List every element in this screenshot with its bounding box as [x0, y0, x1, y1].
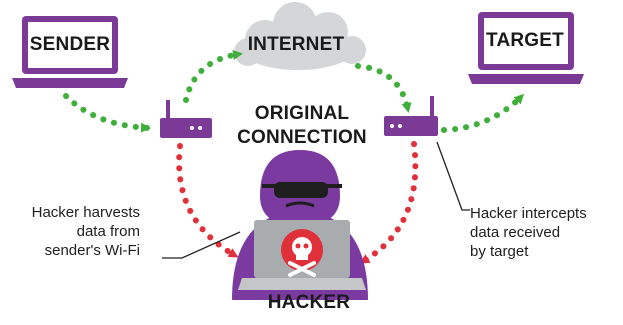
right-annotation-line-3: by target: [470, 243, 529, 260]
skull-crossbones-icon: [281, 229, 323, 277]
right-annotation: Hacker intercepts data received by targe…: [470, 204, 620, 261]
original-connection-line-2: CONNECTION: [237, 127, 367, 148]
flow-router-to-internet: [183, 49, 243, 103]
left-annotation-line-3: sender's Wi-Fi: [44, 242, 140, 259]
right-leader-line: [436, 141, 470, 211]
left-annotation-line-1: Hacker harvests: [31, 204, 140, 221]
target-laptop-icon: [468, 12, 584, 84]
flow-internet-to-router: [355, 63, 412, 113]
original-connection-label: ORIGINAL CONNECTION: [222, 102, 382, 150]
hacker-label: HACKER: [267, 292, 351, 313]
right-annotation-line-1: Hacker intercepts: [470, 205, 587, 222]
right-router-icon: [384, 96, 438, 136]
left-annotation-line-2: data from: [76, 223, 140, 240]
flow-left-router-to-hacker: [176, 143, 239, 259]
flow-sender-to-router: [63, 93, 151, 133]
green-data-flow: [63, 49, 525, 133]
sender-laptop-icon: [12, 16, 128, 88]
right-annotation-line-2: data received: [470, 224, 561, 241]
internet-label: INTERNET: [247, 34, 345, 55]
left-annotation: Hacker harvests data from sender's Wi-Fi: [0, 203, 140, 260]
left-router-icon: [160, 100, 212, 138]
hacker-icon: [232, 150, 368, 300]
flow-right-router-to-hacker: [359, 141, 419, 265]
internet-cloud-icon: [234, 2, 366, 70]
red-data-flow: [176, 141, 419, 265]
flow-router-to-target: [441, 93, 525, 133]
original-connection-line-1: ORIGINAL: [254, 103, 350, 124]
target-label: TARGET: [486, 30, 564, 51]
sender-label: SENDER: [29, 34, 111, 55]
left-leader-line: [162, 231, 241, 259]
